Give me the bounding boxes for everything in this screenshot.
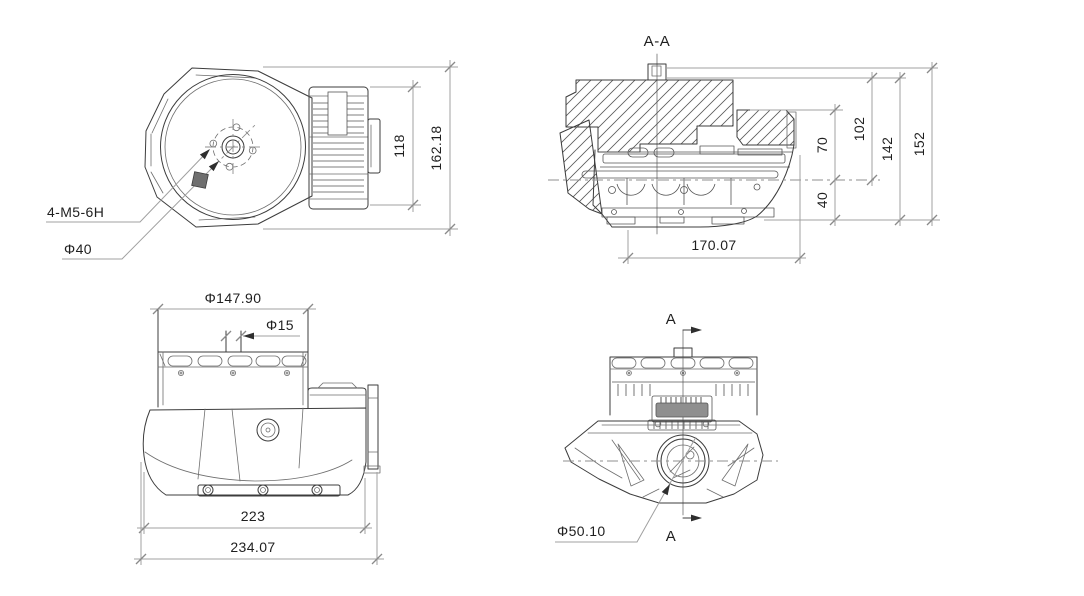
dim-142-value: 142 (879, 137, 895, 162)
body-side (142, 382, 381, 497)
dim-162-18: 162.18 (263, 60, 458, 236)
section-title: A-A (644, 33, 671, 50)
rotor-drum-front (609, 347, 758, 416)
section-block-right (736, 109, 795, 146)
dim-118-value: 118 (391, 134, 407, 158)
dim-rotor-dia-value: Φ147.90 (205, 290, 262, 306)
leader-arrow (208, 161, 219, 172)
dim-lens-diameter: Φ50.10 (555, 436, 697, 543)
callout-thread: 4-M5-6H (46, 149, 210, 223)
dim-170-07: 170.07 (618, 155, 806, 264)
mechanism (581, 144, 795, 228)
dim-shaft-dia-value: Φ15 (266, 317, 294, 333)
leader-arrow (199, 149, 210, 160)
dim-118: 118 (370, 80, 421, 212)
section-block-main (565, 79, 734, 153)
dim-142: 142 (879, 72, 906, 226)
section-wedge-left (559, 119, 603, 215)
view-side: Φ147.90 Φ15 (134, 290, 384, 565)
heat-block-side (307, 387, 367, 409)
view-top: 4-M5-6H Φ40 118 162.18 (46, 60, 458, 260)
callout-bolt-circle: Φ40 (62, 161, 219, 260)
dim-152-value: 152 (911, 132, 927, 157)
dim-lens-dia-value: Φ50.10 (557, 523, 606, 539)
dim-70: 70 (750, 104, 843, 186)
dim-234-value: 234.07 (230, 539, 275, 555)
dim-40-value: 40 (814, 192, 830, 208)
dim-234-07: 234.07 (134, 462, 384, 565)
thread-callout-label: 4-M5-6H (47, 204, 104, 220)
view-section-aa: A-A 70 (548, 33, 940, 264)
dim-shaft-diameter: Φ15 (220, 317, 300, 353)
dim-170-value: 170.07 (691, 237, 736, 253)
fin-block (308, 86, 381, 210)
dim-70-value: 70 (814, 137, 830, 153)
rotor-inner-circle (164, 78, 302, 216)
section-cut-line: A A (666, 311, 702, 545)
dim-152: 152 (764, 62, 940, 226)
view-front: A A (555, 311, 778, 545)
dim-223: 223 (137, 472, 372, 534)
rotor-drum (157, 351, 309, 406)
section-arrow-bottom-label: A (666, 528, 677, 545)
bracket-side (367, 384, 379, 470)
dim-162-value: 162.18 (428, 125, 444, 170)
dim-rotor-diameter: Φ147.90 (150, 290, 316, 315)
dim-102-value: 102 (851, 117, 867, 142)
dim-102: 102 (851, 72, 878, 186)
fin-block-tab (367, 118, 381, 174)
section-arrow-top-label: A (666, 311, 677, 328)
dim-223-value: 223 (241, 508, 266, 524)
housing-silhouette (144, 67, 313, 228)
gimbal-body-front (564, 420, 764, 504)
bolt-hole (225, 162, 234, 171)
dim-40: 40 (814, 174, 841, 226)
housing-facet-lines (150, 74, 257, 221)
bolt-circle-callout-label: Φ40 (64, 241, 92, 257)
section-chip (191, 171, 209, 189)
rotor-circle (160, 74, 306, 220)
